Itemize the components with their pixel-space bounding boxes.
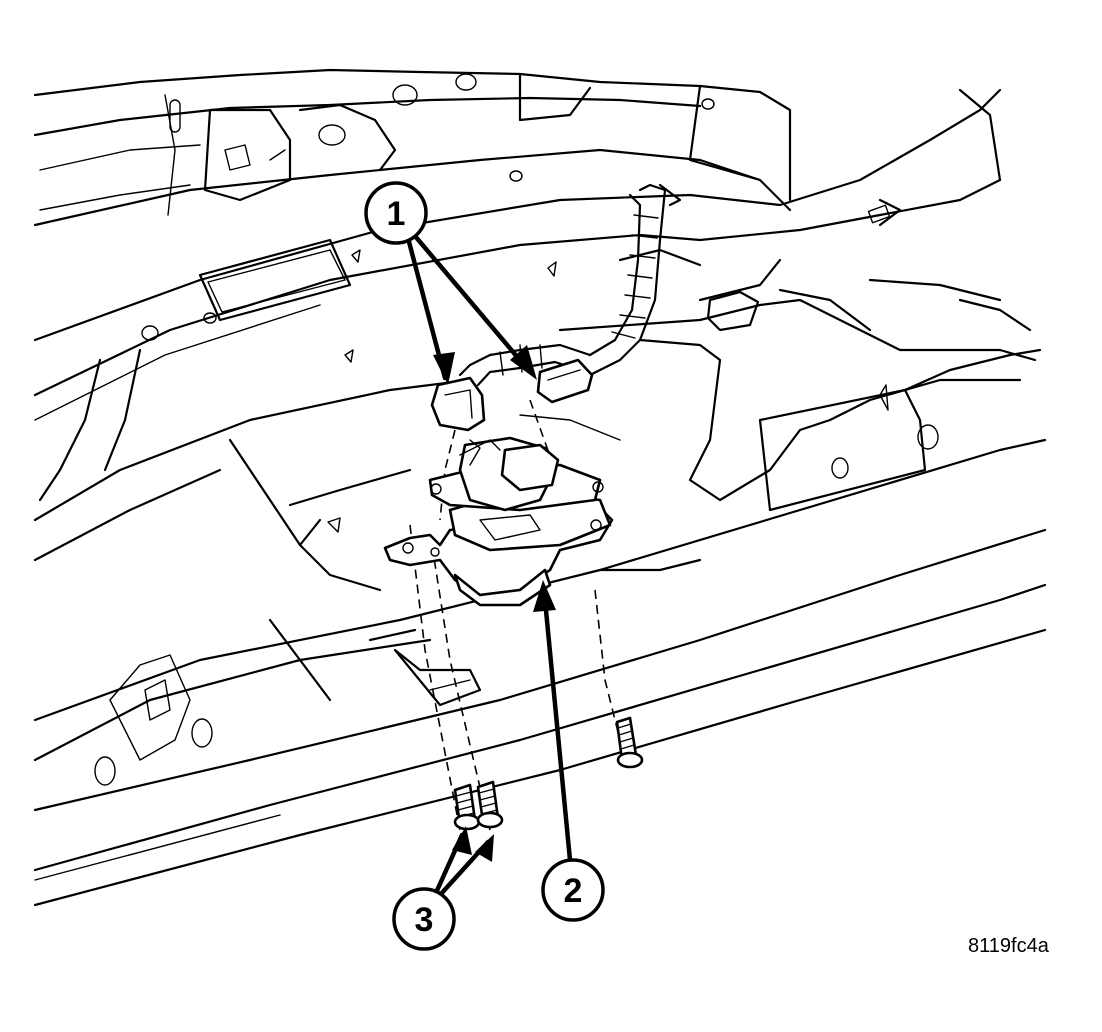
wiring-harness bbox=[458, 183, 682, 387]
leader-arrows bbox=[405, 233, 573, 898]
alignment-lines bbox=[409, 399, 621, 831]
callout-1-label: 1 bbox=[387, 195, 406, 233]
electrical-connectors bbox=[430, 358, 594, 432]
screw-right bbox=[615, 716, 644, 769]
callout-2: 2 bbox=[541, 858, 605, 922]
screws bbox=[453, 716, 644, 831]
callout-1: 1 bbox=[364, 181, 428, 245]
callout-3: 3 bbox=[392, 887, 456, 951]
callout-2-label: 2 bbox=[564, 872, 583, 910]
figure-code: 8119fc4a bbox=[968, 935, 1049, 957]
callout-3-label: 3 bbox=[415, 901, 434, 939]
screw-middle bbox=[476, 780, 504, 829]
latch-assembly bbox=[383, 436, 614, 607]
